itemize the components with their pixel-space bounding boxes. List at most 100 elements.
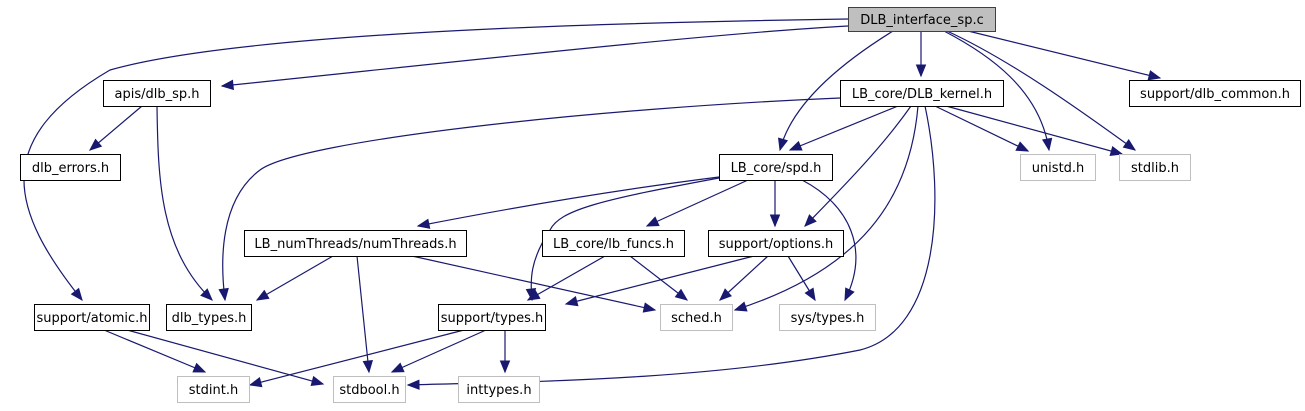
arrowhead-icon <box>1041 137 1053 152</box>
edge-line <box>646 179 749 227</box>
edge-dlb_kernel-to-unistd <box>934 105 1030 152</box>
edge-line <box>779 30 894 151</box>
edge-numthreads-to-dlb_types <box>255 255 334 301</box>
node-root[interactable]: DLB_interface_sp.c <box>848 7 996 32</box>
edge-root-to-dlb_common <box>967 30 1162 81</box>
edge-line <box>530 177 720 301</box>
arrowhead-icon <box>499 360 511 374</box>
edge-line <box>804 105 912 227</box>
arrowhead-icon <box>310 375 325 386</box>
arrowhead-icon <box>1109 145 1124 156</box>
edge-spd-to-numthreads <box>416 176 720 229</box>
edge-line <box>946 30 1136 151</box>
edge-dlb_kernel-to-stdlib <box>945 105 1124 156</box>
arrowhead-icon <box>248 377 263 388</box>
node-label: dlb_types.h <box>172 311 247 326</box>
arrowhead-icon <box>719 288 732 301</box>
edge-root-to-dlb_kernel <box>915 31 927 78</box>
node-label: DLB_interface_sp.c <box>860 13 983 28</box>
edge-line <box>934 105 1029 152</box>
node-label: LB_core/lb_funcs.h <box>553 237 674 252</box>
edge-types-to-stdbool <box>390 329 487 373</box>
edge-line <box>417 176 720 227</box>
node-dlb-errors[interactable]: dlb_errors.h <box>20 154 121 181</box>
edge-line <box>256 255 334 301</box>
edge-root-to-unistd <box>943 30 1053 152</box>
edge-dlb_kernel-to-dlb_types <box>218 97 841 302</box>
arrowhead-icon <box>674 288 689 301</box>
node-box <box>177 376 250 403</box>
arrowhead-icon <box>645 216 660 227</box>
node-label: unistd.h <box>1032 161 1085 176</box>
node-label: LB_core/spd.h <box>731 161 822 176</box>
node-lb-funcs[interactable]: LB_core/lb_funcs.h <box>542 230 685 257</box>
node-box <box>1119 154 1191 181</box>
edge-root-to-stdlib <box>946 30 1137 151</box>
node-box <box>840 80 1004 107</box>
edge-line <box>945 105 1123 155</box>
edge-types-to-stdint <box>248 329 465 388</box>
node-box <box>458 376 540 403</box>
node-box <box>779 304 876 331</box>
arrowhead-icon <box>390 362 405 373</box>
node-label: stdint.h <box>189 383 238 398</box>
edge-line <box>221 25 849 87</box>
node-label: support/options.h <box>719 237 834 252</box>
node-unistd: unistd.h <box>1020 154 1096 181</box>
node-label: support/types.h <box>441 311 543 326</box>
node-box <box>34 304 150 331</box>
node-options[interactable]: support/options.h <box>708 230 844 257</box>
edge-line <box>789 105 899 151</box>
arrowhead-icon <box>915 64 927 78</box>
edge-apis_dlb_sp-to-dlb_errors <box>88 105 143 151</box>
node-dlb-common[interactable]: support/dlb_common.h <box>1129 80 1301 107</box>
node-label: sys/types.h <box>791 311 865 326</box>
node-box <box>1129 80 1301 107</box>
node-label: apis/dlb_sp.h <box>115 87 200 102</box>
edge-line <box>411 255 656 311</box>
node-apis-dlb-sp[interactable]: apis/dlb_sp.h <box>103 80 211 107</box>
arrowhead-icon <box>362 360 373 374</box>
edge-types-to-inttypes <box>499 330 511 374</box>
arrowhead-icon <box>406 379 420 390</box>
edges-layer <box>23 18 1162 390</box>
edge-line <box>126 329 324 385</box>
arrowhead-icon <box>1147 70 1162 81</box>
node-label: dlb_errors.h <box>32 161 109 176</box>
edge-lb_funcs-to-sched <box>629 255 689 301</box>
node-box <box>542 230 685 257</box>
node-box <box>244 230 467 257</box>
edge-spd-to-lb_funcs <box>645 179 749 227</box>
edge-line <box>734 105 919 311</box>
node-dlb-types[interactable]: dlb_types.h <box>166 304 252 331</box>
edge-spd-to-options <box>769 180 781 228</box>
edge-apis_dlb_sp-to-dlb_types <box>156 105 213 301</box>
arrowhead-icon <box>526 289 541 301</box>
arrowhead-icon <box>778 137 789 152</box>
node-label: support/atomic.h <box>36 311 147 326</box>
node-label: sched.h <box>671 311 722 326</box>
edge-line <box>801 179 857 301</box>
node-dlb-kernel[interactable]: LB_core/DLB_kernel.h <box>840 80 1004 107</box>
node-types[interactable]: support/types.h <box>438 304 546 331</box>
node-spd[interactable]: LB_core/spd.h <box>719 154 833 181</box>
edge-line <box>103 329 206 373</box>
arrowhead-icon <box>642 302 657 313</box>
arrowhead-icon <box>804 214 817 227</box>
node-box <box>708 230 844 257</box>
edge-numthreads-to-stdbool <box>356 255 373 374</box>
node-atomic[interactable]: support/atomic.h <box>34 304 150 331</box>
node-box <box>333 376 406 403</box>
edge-line <box>943 30 1050 151</box>
arrowhead-icon <box>88 138 103 151</box>
arrowhead-icon <box>70 287 83 302</box>
node-label: stdbool.h <box>339 383 399 398</box>
node-label: stdlib.h <box>1131 161 1179 176</box>
arrowhead-icon <box>733 301 748 312</box>
node-numthreads[interactable]: LB_numThreads/numThreads.h <box>244 230 467 257</box>
node-stdbool: stdbool.h <box>333 376 406 403</box>
edge-dlb_kernel-to-options <box>804 105 912 227</box>
node-label: inttypes.h <box>466 383 531 398</box>
arrowhead-icon <box>564 296 579 307</box>
